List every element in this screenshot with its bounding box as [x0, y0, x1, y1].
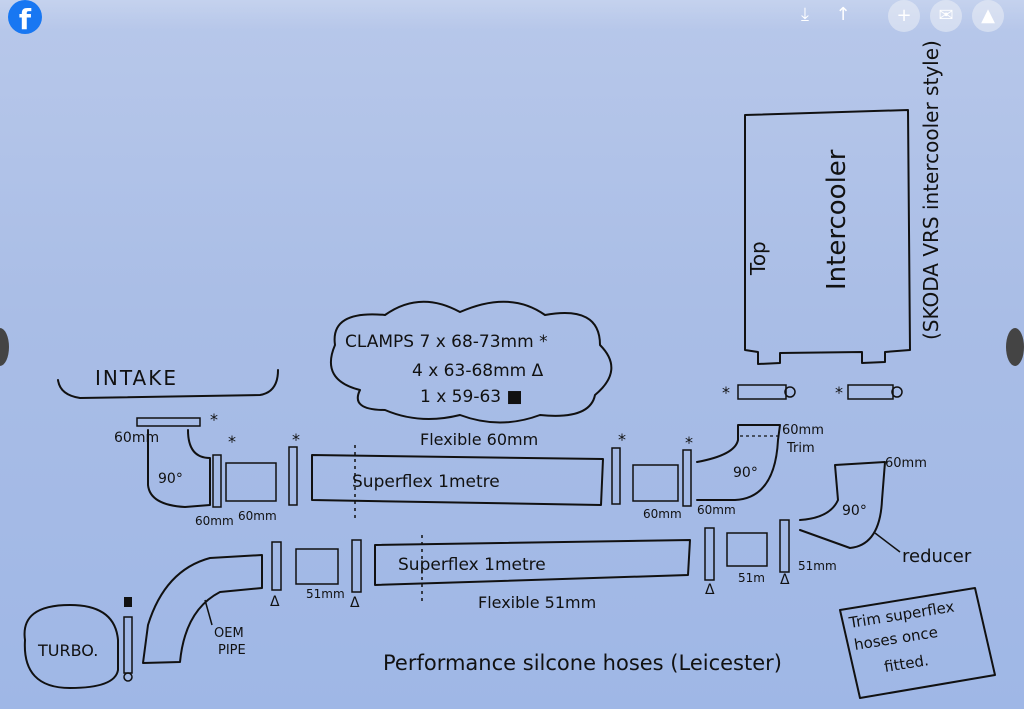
download-icon[interactable]: ⤓ [801, 4, 809, 25]
intake-clamp-star: * [210, 410, 218, 429]
label-51m: 51m [738, 571, 765, 585]
flexible-60mm-label: Flexible 60mm [420, 430, 538, 449]
reducer: 90° 60mm reducer [799, 456, 972, 567]
delta-clamp-4: Δ [270, 594, 280, 610]
top-label: Top [746, 241, 770, 276]
star-clamp-4: * [685, 433, 693, 452]
intake: INTAKE * 60mm 90° [57, 366, 279, 508]
turbo-assembly: TURBO. OEM PIPE [23, 554, 263, 689]
label-60mm-a: 60mm [195, 514, 234, 528]
star-clamp-3: * [618, 430, 626, 449]
angle-90-reducer: 90° [842, 503, 867, 519]
intake-60mm-label: 60mm [114, 430, 159, 446]
delta-clamp-3: Δ [350, 595, 360, 611]
bell-icon[interactable]: ▲ [972, 0, 1004, 32]
intercooler-clamp-star-right: * [835, 383, 843, 402]
skoda-label: (SKODA VRS intercooler style) [919, 40, 943, 340]
clamps-line-2: 4 x 63-68mm Δ [412, 361, 544, 381]
label-60mm-d: 60mm [697, 503, 736, 517]
reducer-label: reducer [902, 546, 972, 567]
label-60mm-b: 60mm [238, 509, 277, 523]
prev-photo-handle[interactable] [0, 328, 9, 366]
superflex-upper-label: Superflex 1metre [352, 472, 500, 492]
intercooler-label: Intercooler [822, 149, 852, 290]
square-clamp [124, 597, 132, 607]
angle-90-upper: 90° [733, 465, 758, 481]
reducer-60mm-label: 60mm [885, 456, 927, 471]
trim-label: Trim [786, 441, 815, 456]
star-clamp-2: * [292, 430, 300, 449]
clamps-line-3: 1 x 59-63 ■ [420, 387, 523, 407]
delta-clamp-2: Δ [780, 572, 790, 588]
trim-note-line-3: fitted. [883, 651, 930, 676]
intercooler-clamp-star-left: * [722, 383, 730, 402]
trim-note-line-1: Trim superflex [847, 598, 956, 633]
oem-label: OEM [214, 626, 244, 641]
trim-note: Trim superflex hoses once fitted. [839, 587, 996, 699]
upper-hose-line: * * 60mm 60mm Flexible 60mm Superflex 1m… [195, 383, 903, 528]
intake-label: INTAKE [95, 366, 178, 390]
performance-hoses-label: Performance silcone hoses (Leicester) [383, 651, 782, 675]
plus-icon[interactable]: + [888, 0, 920, 32]
next-photo-handle[interactable] [1006, 328, 1024, 366]
top-toolbar [0, 0, 1024, 30]
label-60mm-c: 60mm [643, 507, 682, 521]
flexible-51mm-label: Flexible 51mm [478, 593, 596, 612]
facebook-logo[interactable]: f [8, 0, 42, 34]
share-icon[interactable]: ↑ [835, 4, 851, 25]
clamps-cloud: CLAMPS 7 x 68-73mm * 4 x 63-68mm Δ 1 x 5… [330, 300, 613, 424]
star-clamp-1: * [228, 432, 236, 451]
intercooler: Intercooler Top (SKODA VRS intercooler s… [744, 40, 943, 365]
pipe-label: PIPE [218, 643, 246, 658]
angle-90-intake: 90° [158, 471, 183, 487]
label-51mm-right: 51mm [798, 559, 837, 573]
lower-hose-line: Δ Δ 51m 51mm Superflex 1metre Flexible 5… [270, 519, 837, 612]
messenger-icon[interactable]: ✉ [930, 0, 962, 32]
label-51mm-left: 51mm [306, 587, 345, 601]
clamps-line-1: CLAMPS 7 x 68-73mm * [345, 332, 548, 352]
turbo-label: TURBO. [37, 641, 98, 660]
delta-clamp-1: Δ [705, 582, 715, 598]
trim-60mm-label: 60mm [782, 423, 824, 438]
superflex-lower-label: Superflex 1metre [398, 555, 546, 575]
